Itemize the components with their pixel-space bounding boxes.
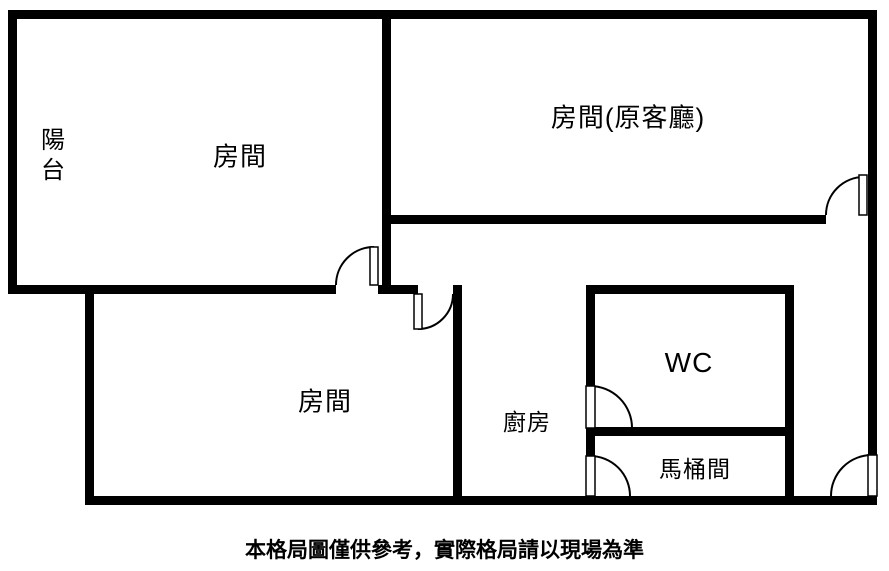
door-swing-icon [825,174,868,216]
room-label-bedroom-top-left: 房間 [212,141,268,172]
wall-wc-left-upper [586,285,595,386]
door-swing-icon [830,454,878,497]
wall-outer-left-upper [8,10,17,294]
wall-bottom-bedroom-right [453,285,462,505]
wall-outer-left-lower [85,285,94,505]
wall-outer-right-upper [868,10,877,455]
wall-wc-top [586,285,794,294]
wall-wc-right [785,285,794,505]
wall-wc-toilet-divider [586,427,794,436]
disclaimer-caption: 本格局圖僅供參考，實際格局請以現場為準 [245,539,644,562]
wall-mid-horizontal-center [378,285,418,294]
room-label-toilet: 馬桶間 [659,456,731,482]
room-label-wc: WC [664,347,714,378]
room-label-kitchen: 廚房 [503,409,551,435]
room-label-bedroom-top-right: 房間(原客廳) [550,102,706,133]
wall-outer-top [8,10,877,19]
door-swing-icon [585,385,633,429]
door-swing-icon [413,293,454,330]
door-swing-icon [585,455,631,497]
door-swing-icon [335,246,379,286]
wall-top-bedrooms-divider [382,10,391,294]
room-label-balcony: 陽台 [36,127,64,187]
wall-mid-horizontal-left [8,285,336,294]
walls [8,10,877,505]
wall-top-right-bedroom-bottom [391,215,826,224]
wall-outer-bottom [85,496,877,505]
wall-wc-left-mid [586,428,595,456]
room-label-bedroom-bottom: 房間 [297,386,353,417]
